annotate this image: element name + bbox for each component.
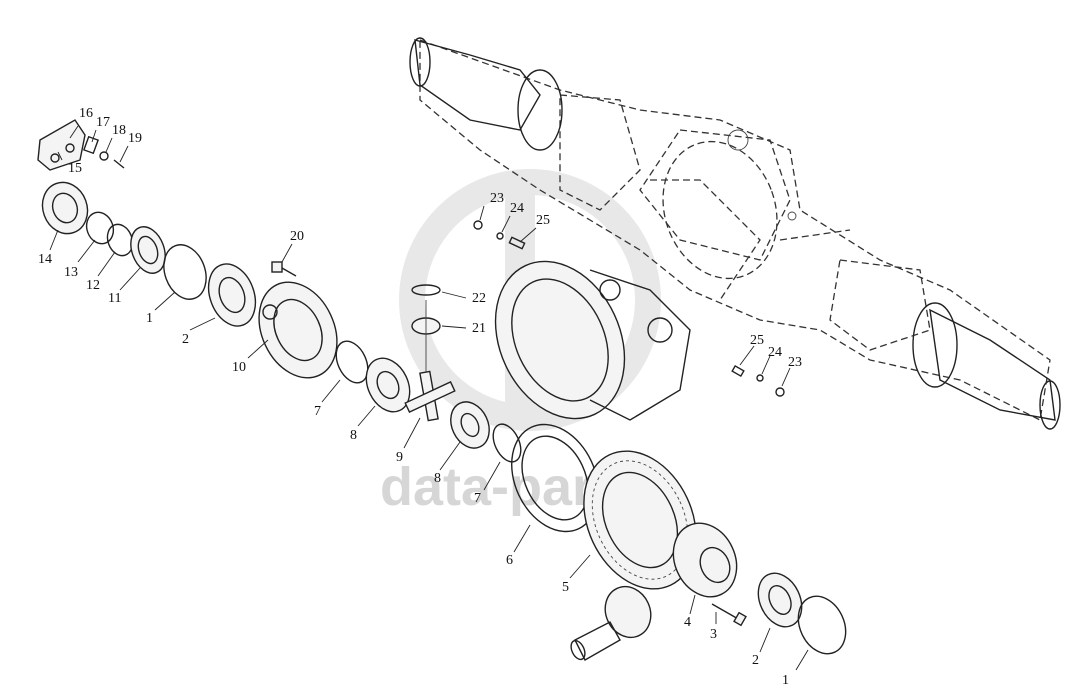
snap-ring-13 <box>85 211 115 245</box>
differential-case-4 <box>672 522 738 598</box>
label-20: 20 <box>290 229 304 244</box>
bearing-race-1-right <box>797 595 847 655</box>
label-16: 16 <box>79 106 93 121</box>
side-gear-right <box>450 401 490 449</box>
bearing-cup-11 <box>130 226 166 274</box>
label-13: 13 <box>64 265 78 280</box>
differential-carrier <box>494 260 691 421</box>
thrust-washer-left <box>335 340 369 384</box>
label-17: 17 <box>96 115 110 130</box>
bearing-2 <box>207 263 257 327</box>
label-22: 22 <box>472 291 486 306</box>
label-19: 19 <box>128 131 142 146</box>
callout-labels: 16 17 18 19 15 14 13 12 11 1 2 20 10 7 8… <box>38 106 802 688</box>
bearing-2-right <box>757 572 803 628</box>
differential-case-half <box>258 281 338 379</box>
bolt-set-upper <box>473 220 526 250</box>
label-23: 23 <box>490 191 504 206</box>
label-7b: 7 <box>474 491 481 506</box>
label-24b: 24 <box>768 345 782 360</box>
label-10: 10 <box>232 360 246 375</box>
washer-22 <box>411 284 441 296</box>
label-4: 4 <box>684 615 691 630</box>
spider-cross <box>404 370 456 422</box>
label-21: 21 <box>472 321 486 336</box>
label-2: 2 <box>182 332 189 347</box>
label-9: 9 <box>396 450 403 465</box>
snap-ring-12 <box>106 223 134 257</box>
bolt-3 <box>711 603 747 627</box>
label-23b: 23 <box>788 355 802 370</box>
label-1b: 1 <box>782 673 789 688</box>
pinion-gear-21 <box>411 300 441 372</box>
label-7: 7 <box>314 404 321 419</box>
shim-ring-6 <box>511 423 599 533</box>
label-11: 11 <box>108 291 121 306</box>
side-gear-left <box>365 357 411 413</box>
leader-lines <box>49 125 809 671</box>
label-3: 3 <box>710 627 717 642</box>
bearing-race-1 <box>163 244 207 300</box>
label-25b: 25 <box>750 333 764 348</box>
label-24: 24 <box>510 201 524 216</box>
label-8b: 8 <box>434 471 441 486</box>
thrust-washer-right <box>492 423 522 463</box>
crown-gear <box>583 450 697 590</box>
label-14: 14 <box>38 252 52 267</box>
label-8: 8 <box>350 428 357 443</box>
label-2b: 2 <box>752 653 759 668</box>
label-1: 1 <box>146 311 153 326</box>
adjusting-nut <box>41 181 89 235</box>
label-5: 5 <box>562 580 569 595</box>
drive-pinion <box>570 585 652 661</box>
label-15: 15 <box>68 161 82 176</box>
axle-housing <box>409 37 1061 430</box>
label-25: 25 <box>536 213 550 228</box>
label-6: 6 <box>506 553 513 568</box>
label-18: 18 <box>112 123 126 138</box>
label-12: 12 <box>86 278 100 293</box>
bolt-20 <box>271 261 297 277</box>
bolt-set-lower <box>731 364 785 397</box>
